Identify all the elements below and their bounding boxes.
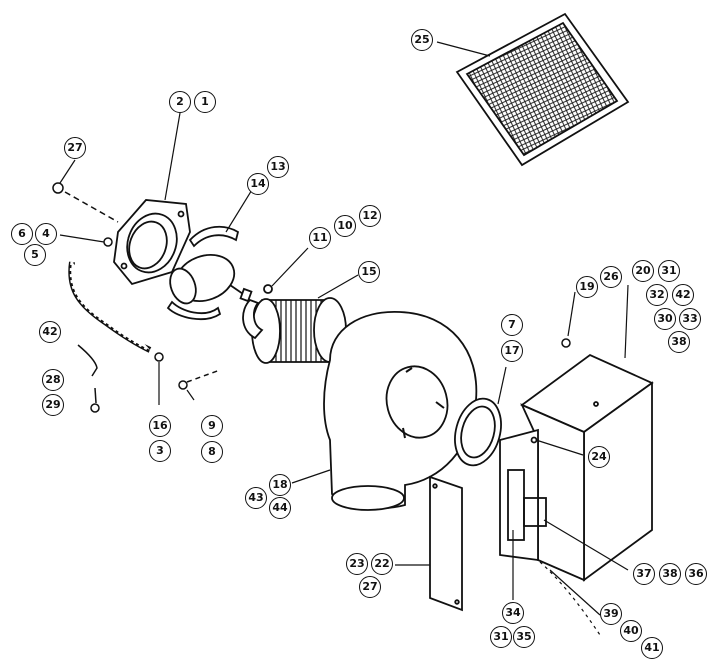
callout-9: 9 <box>201 415 223 437</box>
callout-11: 11 <box>309 227 331 249</box>
blower-housing <box>291 311 478 511</box>
callout-35: 35 <box>513 626 535 648</box>
callout-27-lower: 27 <box>359 576 381 598</box>
callout-27: 27 <box>64 137 86 159</box>
callout-15: 15 <box>358 261 380 283</box>
callout-12: 12 <box>359 205 381 227</box>
callout-30: 30 <box>654 308 676 330</box>
gasket-ring <box>454 366 507 467</box>
callout-34: 34 <box>502 602 524 624</box>
callout-13: 13 <box>267 156 289 178</box>
callout-6: 6 <box>11 223 33 245</box>
callout-16: 16 <box>149 415 171 437</box>
callout-10: 10 <box>334 215 356 237</box>
callout-4: 4 <box>35 223 57 245</box>
callout-36: 36 <box>685 563 707 585</box>
blower-wheel <box>242 247 359 364</box>
callout-23: 23 <box>346 553 368 575</box>
filter-part <box>436 12 630 167</box>
callout-17: 17 <box>501 340 523 362</box>
callout-40: 40 <box>620 620 642 642</box>
access-panel <box>395 475 463 612</box>
callout-20: 20 <box>632 260 654 282</box>
screw-hardware <box>52 159 576 413</box>
callout-39: 39 <box>600 603 622 625</box>
callout-3: 3 <box>149 440 171 462</box>
callout-22: 22 <box>371 553 393 575</box>
callout-42-left: 42 <box>39 321 61 343</box>
callout-31-lower: 31 <box>490 626 512 648</box>
callout-38: 38 <box>668 331 690 353</box>
callout-1: 1 <box>194 91 216 113</box>
callout-14: 14 <box>247 173 269 195</box>
callout-18: 18 <box>269 474 291 496</box>
callout-2: 2 <box>169 91 191 113</box>
callout-32: 32 <box>646 284 668 306</box>
callout-25: 25 <box>411 29 433 51</box>
callout-31: 31 <box>658 260 680 282</box>
callout-5: 5 <box>24 244 46 266</box>
callout-38-lower: 38 <box>659 563 681 585</box>
callout-43: 43 <box>245 487 267 509</box>
callout-44: 44 <box>269 497 291 519</box>
callout-41: 41 <box>641 637 663 659</box>
callout-8: 8 <box>201 441 223 463</box>
callout-42: 42 <box>672 284 694 306</box>
blower-motor <box>166 179 259 321</box>
callout-33: 33 <box>679 308 701 330</box>
callout-24: 24 <box>588 446 610 468</box>
callout-19: 19 <box>576 276 598 298</box>
callout-29: 29 <box>42 394 64 416</box>
callout-7: 7 <box>501 314 523 336</box>
callout-26: 26 <box>600 266 622 288</box>
callout-37: 37 <box>633 563 655 585</box>
control-box <box>499 284 654 636</box>
wire-harness <box>68 261 152 404</box>
motor-mount-plate <box>113 112 191 286</box>
callout-28: 28 <box>42 369 64 391</box>
